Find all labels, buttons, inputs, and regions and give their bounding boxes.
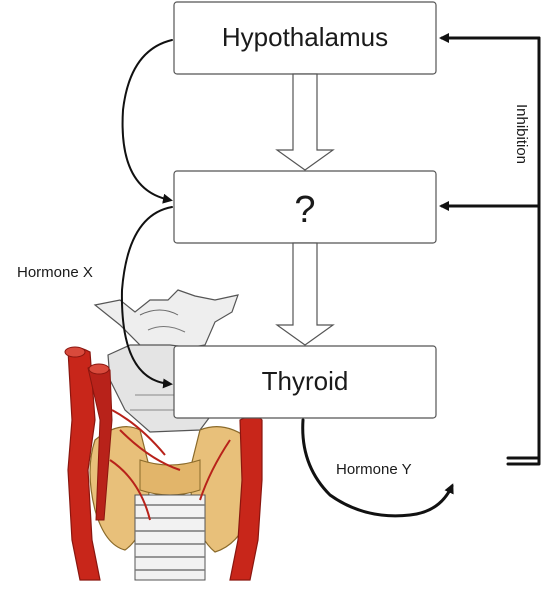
hypothalamus-label: Hypothalamus <box>222 22 388 52</box>
hormone-y-arrow <box>301 418 454 518</box>
hormone-x-label: Hormone X <box>17 264 93 281</box>
trachea <box>134 494 206 581</box>
thyroid-label: Thyroid <box>262 366 349 396</box>
curve-gland-to-thyroid <box>120 206 173 389</box>
unknown-gland-label: ? <box>294 189 315 231</box>
inhibition-feedback <box>439 33 541 466</box>
hormone-y-label: Hormone Y <box>336 461 412 478</box>
hypothalamus-box: Hypothalamus <box>173 1 437 75</box>
hollow-arrow-hypothalamus-to-gland <box>275 73 335 171</box>
curve-hypothalamus-to-gland <box>121 39 173 204</box>
carotid-arteries <box>64 346 263 581</box>
hyoid-cartilage <box>93 289 239 351</box>
unknown-gland-box: ? <box>173 170 437 244</box>
thyroid-anatomy-illustration <box>64 289 263 581</box>
inhibition-label: Inhibition <box>513 104 530 164</box>
thyroid-isthmus <box>139 459 201 496</box>
hollow-arrow-gland-to-thyroid <box>275 242 335 346</box>
thyroid-box: Thyroid <box>173 345 437 419</box>
